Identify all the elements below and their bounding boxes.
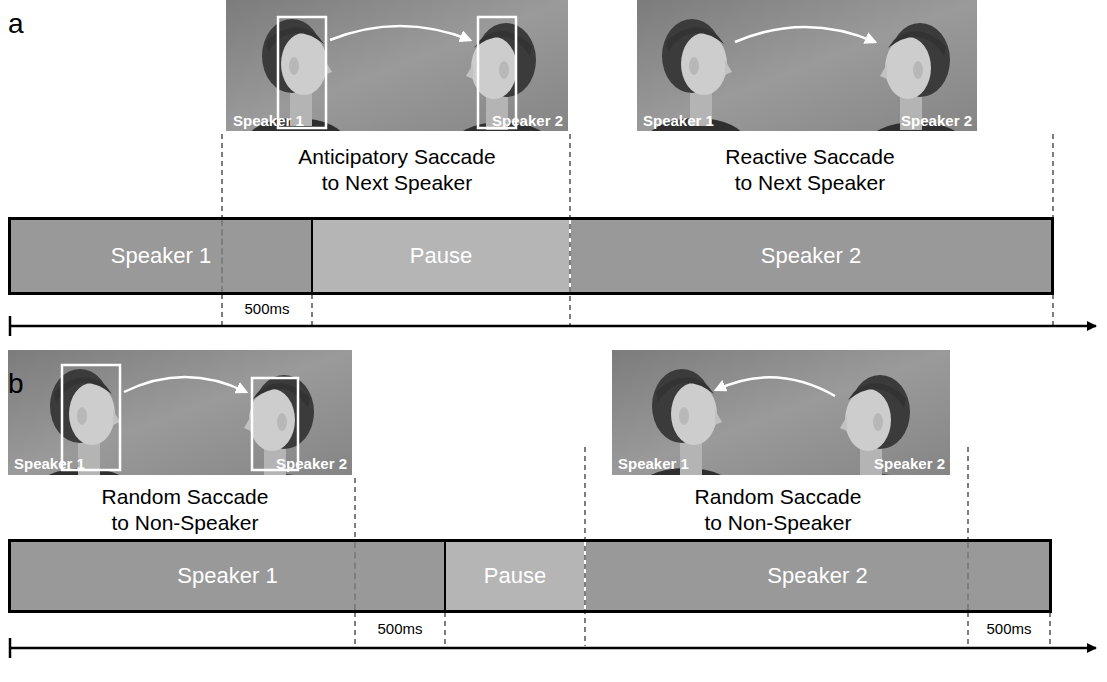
duration-label: 500ms (244, 300, 289, 319)
panel-letter: a (8, 6, 24, 41)
saccade-caption: Anticipatory Saccade to Next Speaker (295, 144, 498, 197)
segment-label: Speaker 2 (761, 243, 861, 269)
timeline-segment: Speaker 2 (571, 220, 1051, 292)
photo (8, 350, 352, 475)
timeline-segment: Speaker 1 (11, 220, 313, 292)
speaker-tag: Speaker 2 (492, 112, 563, 131)
timeline-segment: Pause (446, 542, 584, 610)
segment-label: Pause (484, 563, 546, 589)
segment-label: Speaker 2 (767, 563, 867, 589)
saccade-arrow (330, 26, 470, 40)
segment-label: Pause (410, 243, 472, 269)
duration-label: 500ms (986, 620, 1031, 639)
speaker-tag: Speaker 1 (14, 455, 85, 474)
gaze-box (62, 365, 120, 470)
timeline-segment: Speaker 1 (11, 542, 446, 610)
photo (637, 0, 977, 131)
gaze-box (478, 17, 516, 128)
dashed-guide (354, 542, 356, 610)
timeline-bar (10, 541, 1051, 612)
duration-label: 500ms (377, 620, 422, 639)
timeline-bar (10, 219, 1053, 294)
speaker-tag: Speaker 2 (874, 455, 945, 474)
segment-label: Speaker 1 (177, 563, 277, 589)
timeline-segment: Speaker 2 (586, 542, 1049, 610)
speaker-tag: Speaker 1 (618, 455, 689, 474)
segment-label: Speaker 1 (111, 243, 211, 269)
dashed-guide (221, 220, 223, 292)
time-axis (10, 316, 1096, 658)
saccade-arrow (735, 27, 875, 42)
gaze-box (278, 17, 326, 128)
timeline-segment: Pause (313, 220, 569, 292)
saccade-caption: Reactive Saccade to Next Speaker (722, 144, 897, 197)
photo (612, 350, 950, 475)
saccade-caption: Random Saccade to Non-Speaker (692, 484, 865, 537)
speaker-tag: Speaker 2 (276, 455, 347, 474)
saccade-caption: Random Saccade to Non-Speaker (99, 484, 272, 537)
dashed-guide (967, 542, 969, 610)
saccade-arrow (716, 377, 835, 396)
photo (226, 0, 568, 131)
saccade-arrow (124, 377, 246, 392)
speaker-tag: Speaker 1 (233, 112, 304, 131)
panel-letter: b (8, 366, 24, 401)
speaker-tag: Speaker 1 (643, 112, 714, 131)
speaker-tag: Speaker 2 (901, 112, 972, 131)
